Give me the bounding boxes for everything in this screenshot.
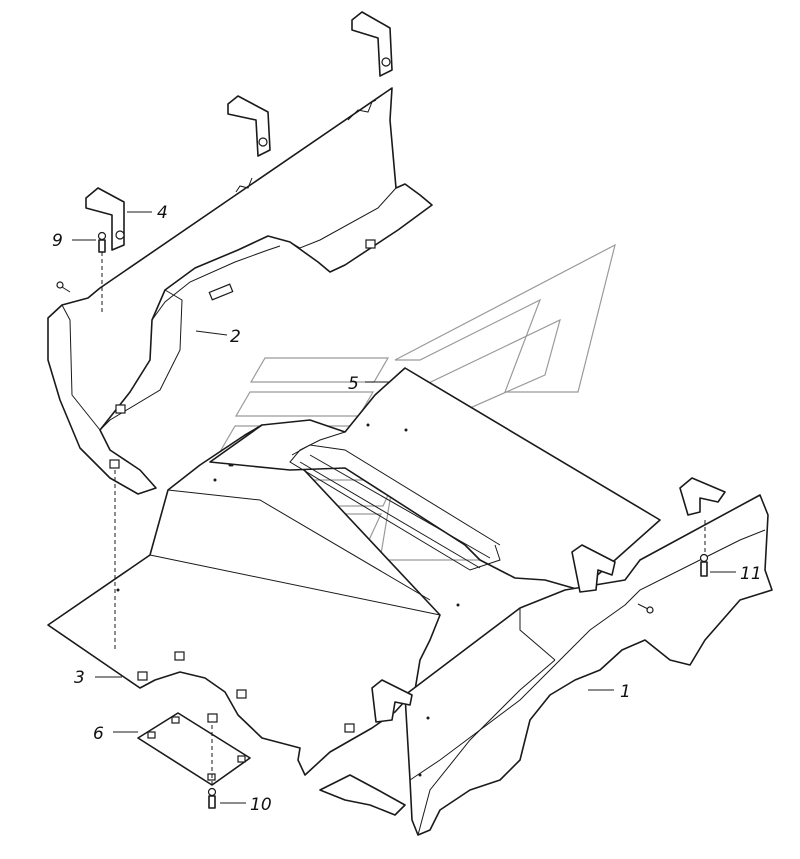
part-1-rear-cover [369,494,773,836]
bracket-right-2 [571,544,616,593]
part-2-front-cover [47,87,433,495]
callout-2: 2 [230,327,241,347]
callout-9: 9 [52,231,63,251]
callout-6: 6 [93,724,104,744]
bolt-10 [207,787,217,809]
bracket-4-middle [227,95,271,157]
callout-4: 4 [157,203,168,223]
leader-lines [72,211,736,804]
bracket-foot [319,774,406,816]
bracket-4-left [85,187,125,251]
callout-1: 1 [620,682,631,702]
part-6-cover-plate [137,712,251,790]
bolt-11 [699,553,709,577]
bracket-right-1 [679,477,726,516]
callout-10: 10 [250,795,272,815]
bracket-4-right [351,11,393,77]
bolt-9 [97,231,107,312]
part-3-floor-panel [47,424,460,776]
bracket-lower [371,679,413,723]
callout-11: 11 [740,564,762,584]
callout-3: 3 [74,668,85,688]
bolt-small-right [637,603,654,614]
bolt-small-left [56,281,71,293]
callout-5: 5 [348,374,359,394]
callout-labels: 4 9 2 5 3 6 10 1 11 [52,203,762,815]
